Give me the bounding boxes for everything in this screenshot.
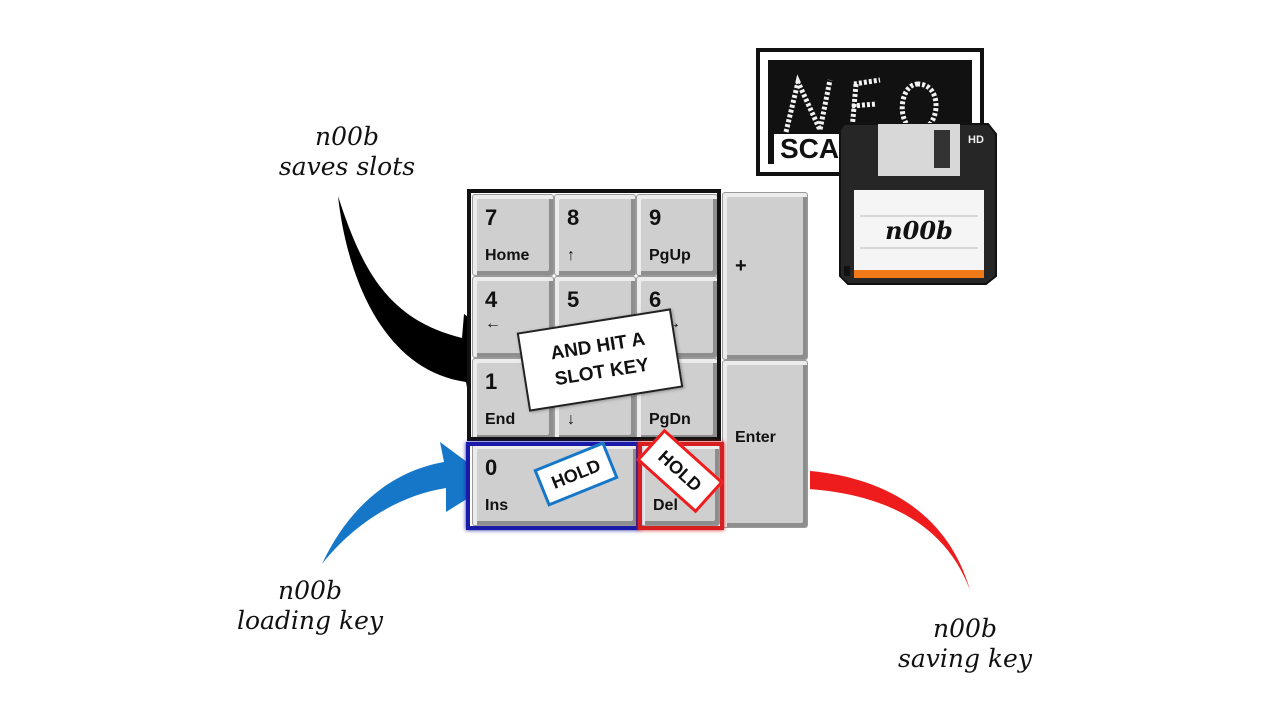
key-4-function: ← [485,315,501,332]
key-plus[interactable]: + [722,192,808,360]
key-7[interactable]: 7 Home [472,194,554,276]
key-3-function: PgDn [649,411,691,428]
key-8[interactable]: 8 ↑ [554,194,636,276]
saving-key-label: n00b saving key [870,614,1060,674]
saves-slots-label: n00b saves slots [262,122,432,182]
key-6-number: 6 [649,287,662,312]
loading-key-label: n00b loading key [210,576,410,636]
key-0-function: Ins [485,497,509,514]
floppy-disk-icon: HD n00b [838,120,998,286]
key-enter-label: Enter [735,429,776,446]
key-5-number: 5 [567,287,580,312]
key-0-number: 0 [485,455,498,480]
neo-logo-text: SCA [774,134,846,164]
floppy-label-text: n00b [885,216,953,245]
saving-key-line2: saving key [898,644,1032,673]
key-1-function: End [485,411,516,428]
key-8-number: 8 [567,205,580,230]
key-9-function: PgUp [649,247,691,264]
key-4-number: 4 [485,287,498,312]
loading-key-line1: n00b [278,576,342,605]
key-9-number: 9 [649,205,662,230]
key-1-number: 1 [485,369,498,394]
key-8-function: ↑ [567,247,575,264]
slot-keys-outline [467,189,721,441]
numeric-keypad: 7 Home 8 ↑ 9 PgUp + 4 ← 5 6 → 1 End 2 ↓ … [468,190,810,530]
key-2-function: ↓ [567,411,575,428]
floppy-disk-graphic [839,123,997,285]
blue-arrow-icon [322,442,494,564]
floppy-hd-badge: HD [968,134,984,146]
saving-key-line1: n00b [933,614,997,643]
key-7-number: 7 [485,205,498,230]
saves-slots-line1: n00b [315,122,379,151]
key-7-function: Home [485,247,530,264]
key-del-function: Del [653,497,678,514]
loading-key-line2: loading key [236,606,384,635]
key-plus-label: + [735,255,747,277]
key-9[interactable]: 9 PgUp [636,194,718,276]
key-enter[interactable]: Enter [722,360,808,528]
saves-slots-line2: saves slots [278,152,416,181]
